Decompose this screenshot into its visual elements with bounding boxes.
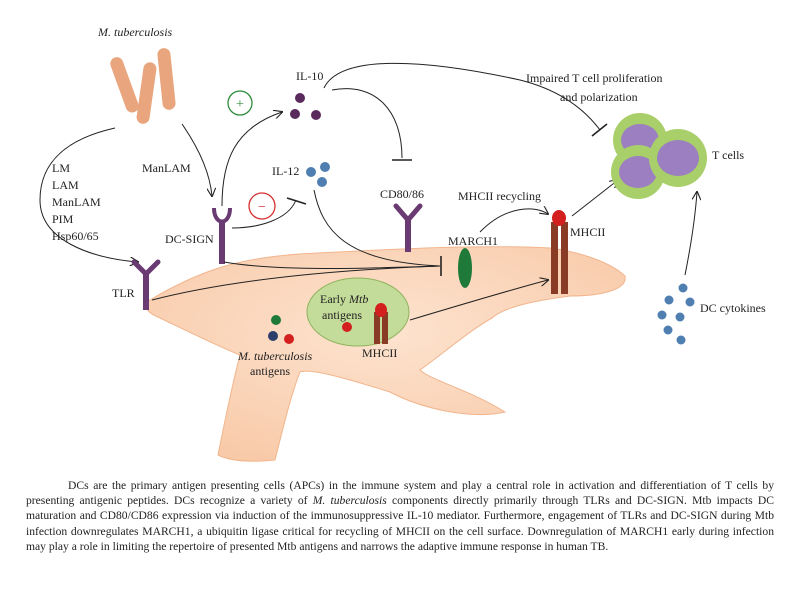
caption-text: DCs are the primary antigen presenting c… bbox=[26, 479, 775, 553]
dc-cytokines-label: DC cytokines bbox=[700, 301, 766, 315]
mhcii-inner-label: MHCII bbox=[362, 346, 397, 360]
tcells-label: T cells bbox=[712, 148, 744, 162]
tlr-receptor bbox=[131, 259, 161, 310]
bacteria-cluster bbox=[110, 48, 176, 124]
tcell-nucleus bbox=[657, 140, 699, 176]
mtb-top-label: M. tuberculosis bbox=[97, 25, 173, 39]
mhcii-surface bbox=[551, 210, 568, 294]
dendritic-cell bbox=[145, 246, 626, 462]
il12-dots bbox=[306, 162, 330, 187]
mhcii-endosome bbox=[374, 303, 388, 344]
arrow-dcsign-to-il10 bbox=[221, 112, 282, 207]
tlr-label: TLR bbox=[112, 286, 135, 300]
antigen-dot bbox=[342, 322, 352, 332]
dcsign-label: DC-SIGN bbox=[165, 232, 214, 246]
bacterium bbox=[157, 48, 176, 110]
plus-symbol: + bbox=[236, 97, 244, 112]
arrow-to-dcsign bbox=[181, 123, 212, 196]
early-antigens-line2: antigens bbox=[322, 308, 362, 322]
tcell-cluster bbox=[611, 113, 707, 199]
negative-regulation-marker: − bbox=[248, 192, 276, 220]
march1-protein bbox=[458, 248, 472, 288]
inhibit-il12-bar bbox=[286, 197, 307, 205]
component-hsp: Hsp60/65 bbox=[52, 229, 99, 243]
il12-label: IL-12 bbox=[272, 164, 299, 178]
inhibit-il12 bbox=[231, 199, 297, 229]
mtb-antigens-line2: antigens bbox=[250, 364, 290, 378]
il10-inhibit-cd80 bbox=[331, 88, 403, 159]
bacterium bbox=[136, 62, 157, 124]
component-pim: PIM bbox=[52, 212, 74, 226]
tcell-nucleus bbox=[619, 156, 657, 188]
diagram: M. tuberculosis LM LAM ManLAM PIM Hsp60/… bbox=[39, 25, 766, 462]
mhcii-surface-label: MHCII bbox=[570, 225, 605, 239]
impaired-label-line2: and polarization bbox=[560, 90, 638, 104]
early-antigens-line1: Early Mtb bbox=[320, 292, 368, 306]
il10-inhibit-tcells-bar bbox=[591, 123, 608, 137]
manlam-label: ManLAM bbox=[142, 161, 191, 175]
il10-inhibit-tcells bbox=[323, 62, 601, 131]
cd80-receptor bbox=[393, 203, 423, 252]
component-lam: LAM bbox=[52, 178, 79, 192]
intracellular-antigens bbox=[268, 315, 294, 344]
component-list: LM LAM ManLAM PIM Hsp60/65 bbox=[52, 161, 101, 243]
mtb-antigens-line1: M. tuberculosis bbox=[237, 349, 313, 363]
minus-symbol: − bbox=[258, 200, 266, 215]
component-manlam: ManLAM bbox=[52, 195, 101, 209]
bacterium bbox=[110, 57, 139, 113]
march1-label: MARCH1 bbox=[448, 234, 498, 248]
peptide bbox=[552, 210, 566, 226]
positive-regulation-marker: + bbox=[227, 90, 253, 116]
cd80-label: CD80/86 bbox=[380, 187, 424, 201]
il12-arrow bbox=[313, 189, 441, 267]
dc-cytokine-dots bbox=[657, 283, 695, 345]
tlr-to-march1 bbox=[151, 265, 441, 301]
impaired-label-line1: Impaired T cell proliferation bbox=[526, 71, 663, 85]
mhcii-recycling-arrow bbox=[479, 209, 548, 233]
diagram-canvas: M. tuberculosis LM LAM ManLAM PIM Hsp60/… bbox=[39, 25, 766, 462]
endosome-to-surface-arrow bbox=[409, 280, 548, 321]
mhcii-to-tcells-arrow bbox=[571, 180, 618, 217]
figure-caption: DCs are the primary antigen presenting c… bbox=[26, 478, 774, 554]
dc-cytokines-arrow bbox=[684, 192, 697, 276]
arrow-to-tlr bbox=[39, 127, 138, 262]
il10-dots bbox=[290, 93, 321, 120]
mhcii-recycling-label: MHCII recycling bbox=[458, 189, 541, 203]
component-lm: LM bbox=[52, 161, 70, 175]
dcsign-receptor bbox=[212, 207, 232, 264]
il10-label: IL-10 bbox=[296, 69, 323, 83]
